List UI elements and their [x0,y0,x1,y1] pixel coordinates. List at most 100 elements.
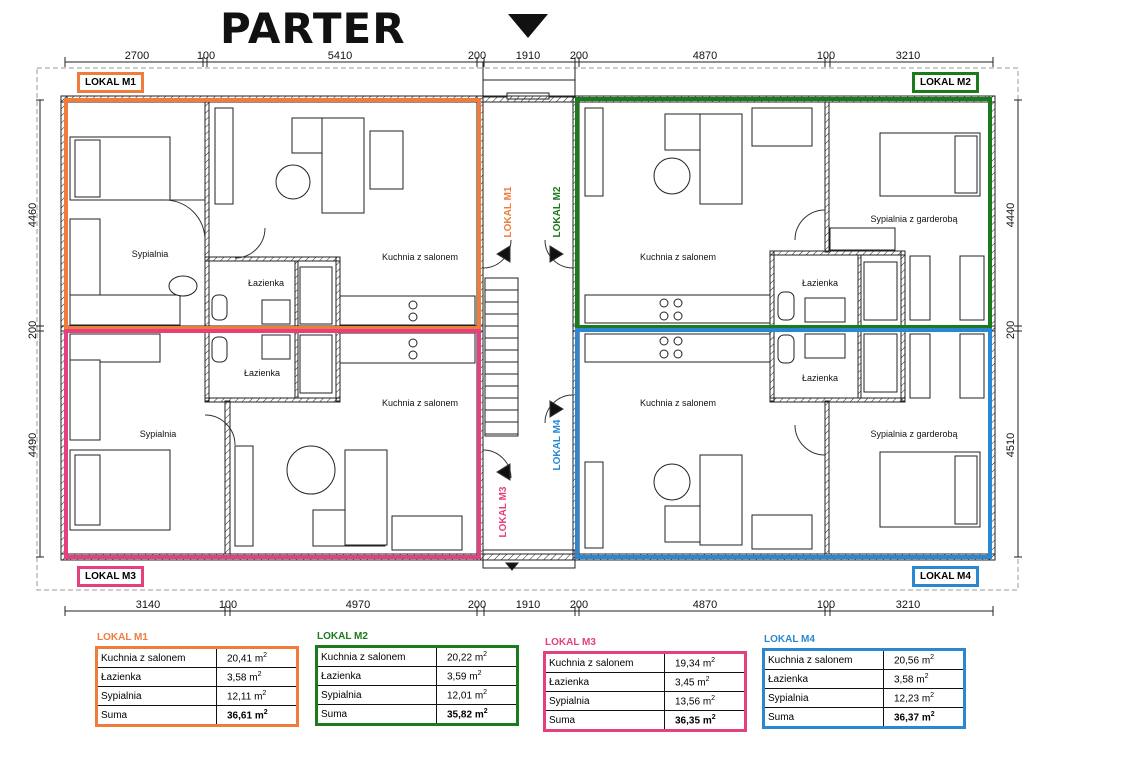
toilet-icon [777,334,795,364]
unit-outline-m4[interactable] [575,328,992,559]
unit-tag-m4: LOKAL M4 [912,566,979,587]
dimension-label: 4870 [693,50,717,62]
area-unit: m [254,653,264,665]
area-cell: 20,22 m2 [436,646,518,667]
dimension-label: 4870 [693,599,717,611]
area-cell: 36,37 m2 [883,707,965,728]
area-value: 35,82 [447,709,473,721]
area-value: 20,41 [227,653,253,665]
area-cell: 20,56 m2 [883,649,965,670]
dimension-label: 4490 [27,433,39,457]
room-label: Łazienka [244,368,280,378]
unit-outline-m2[interactable] [575,97,992,329]
dimension-label: 5410 [328,50,352,62]
area-value: 36,35 [675,715,701,727]
area-unit: m [702,658,712,670]
corridor-label-m4: LOKAL M4 [552,419,563,470]
room-label: Sypialnia z garderobą [870,214,957,224]
area-value: 3,59 [447,671,467,683]
dimension-lines [39,61,1019,612]
area-value: 3,58 [227,672,247,684]
room-name-cell: Suma [316,704,437,725]
area-unit: m [469,671,478,683]
round-table-icon [653,157,691,195]
dimension-label: 200 [468,50,486,62]
area-value: 19,34 [675,658,701,670]
area-table-title: LOKAL M2 [317,631,368,642]
area-unit: m [474,690,484,702]
toilet-icon [211,336,228,363]
area-value: 36,37 [894,712,920,724]
area-unit: m [921,655,931,667]
room-name-cell: Sypialnia [96,686,217,706]
room-name-cell: Łazienka [544,672,665,692]
room-label: Kuchnia z salonem [382,398,458,408]
room-label: Łazienka [802,373,838,383]
dimension-label: 200 [570,599,588,611]
sofa-icon [699,454,743,546]
area-value: 20,22 [447,652,473,664]
dimension-label: 200 [570,50,588,62]
unit-outline-m1[interactable] [64,98,481,330]
room-label: Sypialnia [132,249,169,259]
area-value: 12,01 [447,690,473,702]
dimension-label: 100 [197,50,215,62]
area-cell: 3,59 m2 [436,666,518,686]
door-arrow-icon [549,245,564,263]
room-name-cell: Łazienka [96,667,217,687]
room-label: Sypialnia z garderobą [870,429,957,439]
area-unit: m [702,715,712,727]
room-name-cell: Kuchnia z salonem [96,647,217,668]
area-cell: 12,11 m2 [216,686,298,706]
area-table-title: LOKAL M3 [545,637,596,648]
area-cell: 20,41 m2 [216,647,298,668]
unit-outline-m3[interactable] [64,329,481,559]
entrance-porch [482,61,576,571]
area-cell: 35,82 m2 [436,704,518,725]
dimension-label: 100 [817,50,835,62]
dimension-label: 2700 [125,50,149,62]
dimension-label: 4460 [27,203,39,227]
area-cell: 3,58 m2 [216,667,298,687]
dimension-label: 3210 [896,599,920,611]
corridor-label-m1: LOKAL M1 [503,186,514,237]
area-unit: m [474,652,484,664]
sofa-icon [321,117,365,214]
area-cell: 36,61 m2 [216,705,298,726]
toilet-icon [777,291,795,321]
room-name-cell: Suma [544,710,665,731]
staircase [484,277,519,437]
area-unit: m [916,674,925,686]
room-label: Kuchnia z salonem [640,252,716,262]
door-arrow-icon [496,245,511,263]
unit-tag-m3: LOKAL M3 [77,566,144,587]
area-table-title: LOKAL M1 [97,632,148,643]
unit-tag-m2: LOKAL M2 [912,72,979,93]
dimension-label: 200 [1005,321,1017,339]
round-table-icon [286,445,336,495]
furniture [69,107,985,551]
area-value: 13,56 [675,696,701,708]
room-name-cell: Sypialnia [544,691,665,711]
area-value: 12,23 [894,693,920,705]
door-arrow-icon [496,463,511,481]
area-unit: m [254,691,263,703]
area-value: 36,61 [227,710,253,722]
dimension-label: 1910 [516,50,540,62]
room-name-cell: Kuchnia z salonem [544,652,665,673]
unit-tag-m1: LOKAL M1 [77,72,144,93]
